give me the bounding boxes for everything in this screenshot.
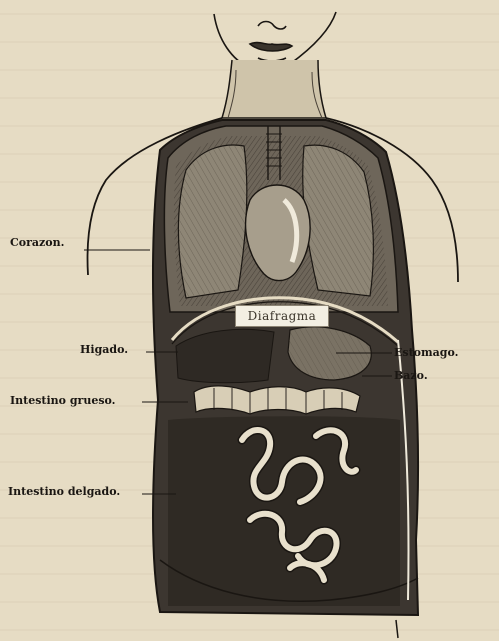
higado-label: Higado. bbox=[80, 344, 128, 356]
neck bbox=[222, 60, 326, 118]
diafragma-label: Diafragma bbox=[235, 305, 329, 327]
estomago-label: Estomago. bbox=[394, 347, 458, 359]
corazon-label: Corazon. bbox=[10, 237, 64, 249]
intestino-grueso-label: Intestino grueso. bbox=[10, 395, 116, 407]
bazo-label: Bazo. bbox=[394, 370, 428, 382]
abdomen-cavity bbox=[168, 416, 400, 606]
intestino-delgado-label: Intestino delgado. bbox=[8, 486, 120, 498]
